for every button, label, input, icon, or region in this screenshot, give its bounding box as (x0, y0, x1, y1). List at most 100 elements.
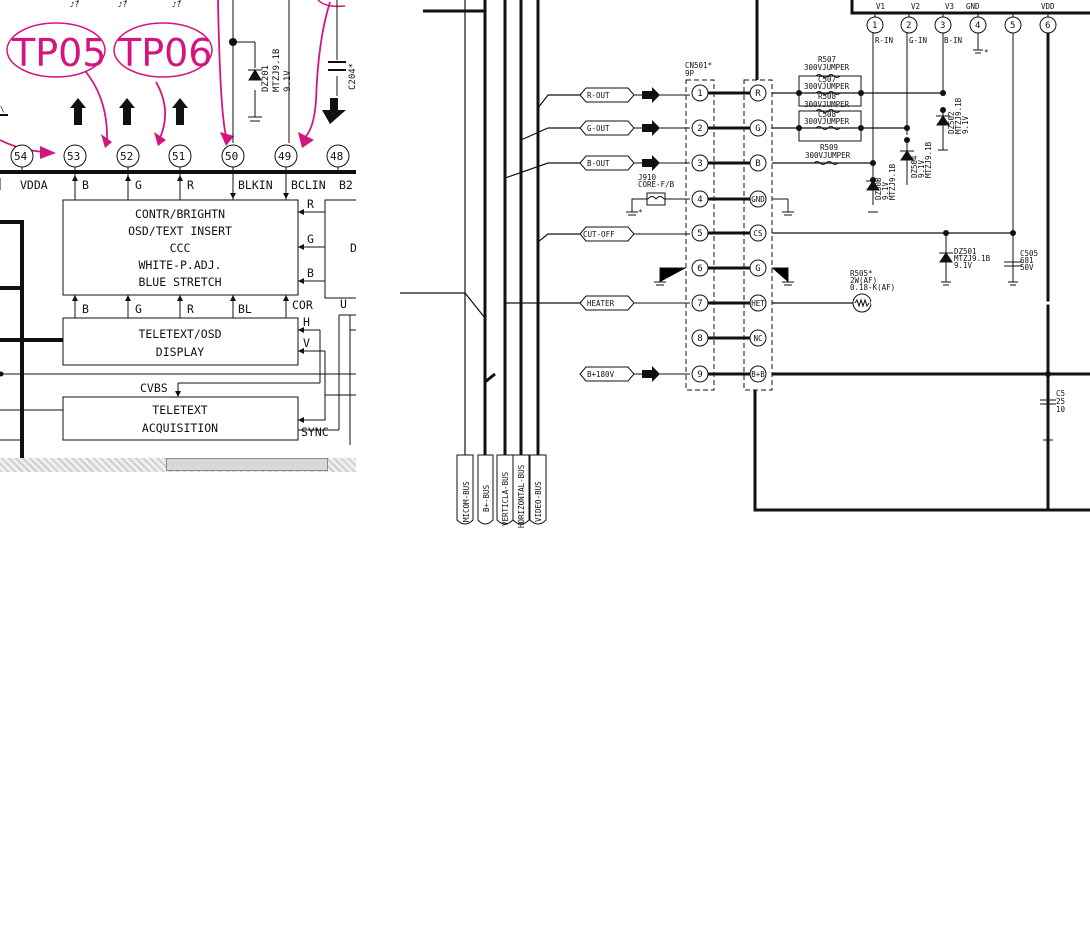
connector-pad-circle (749, 294, 767, 312)
c505-voltage: 50V (1020, 263, 1034, 272)
connector-pad-label: HET (751, 299, 765, 308)
connector-pad-label: G (755, 264, 760, 274)
connector-pin-label: 3 (697, 159, 702, 169)
dz504-voltage: 9.1V (917, 159, 926, 178)
connector-pin-circle (691, 190, 709, 208)
dz502-part: MTZJ9.1B (954, 97, 963, 134)
ccc-line-4: WHITE-P.ADJ. (138, 258, 221, 272)
top-pin-2: 2 (906, 21, 911, 31)
c507-value: 300VJUMPER (804, 82, 850, 91)
connector-pin-circle (691, 294, 709, 312)
pin-g-in: G-IN (909, 36, 927, 45)
dz503-part: MTZJ9.1B (888, 163, 897, 200)
cn501-ref: CN501* (685, 61, 712, 70)
pin-49: 49 (278, 150, 291, 163)
tag-g-out: G-OUT (587, 124, 610, 133)
bus-horizontal: HORIZONTAL-BUS (517, 464, 526, 528)
connector-pad-circle (749, 154, 767, 172)
dz502-ref: DZ502 (947, 111, 956, 134)
signal-tags: R-OUT G-OUT B-OUT CUT-OFF HEATER B+180V (579, 87, 635, 382)
jumpers (798, 74, 862, 165)
pin-r-in: R-IN (875, 36, 893, 45)
pin-48: 48 (330, 150, 343, 163)
connector-pad-label: GND (751, 195, 765, 204)
tag-heater: HEATER (587, 299, 615, 308)
pin-gnd-label: GND (966, 2, 980, 11)
connector-pad-label: CS (753, 229, 763, 238)
c5-partial-ref: C5 (1056, 389, 1065, 398)
tp06-label: TP06 (117, 31, 212, 75)
connector-pad-circle (749, 365, 767, 383)
connector-pad-label: B+B (751, 370, 765, 379)
pin-v1-label: V1 (876, 2, 885, 11)
left-schematic-panel: TP05 TP06 (0, 0, 356, 472)
ic-block-diagram: TP05 TP06 (0, 0, 356, 458)
connector-pads (743, 79, 773, 391)
c505-ref: C505 (1020, 249, 1038, 258)
r505-rating: 2W(AF) (850, 276, 877, 285)
dz201-voltage: 9.1V (283, 70, 293, 92)
tt-in-v: V (303, 336, 310, 350)
svg-text:*: * (638, 208, 643, 217)
c508-ref: C508 (818, 110, 837, 119)
connector-pin-circle (691, 365, 709, 383)
connector-pin-circle (691, 119, 709, 137)
c204-ref: C204* (348, 63, 356, 90)
teletext-acquisition-block (62, 396, 299, 441)
connector-pin-label: 6 (697, 264, 702, 274)
cn501-type: 9P (685, 69, 695, 78)
top-pin-4: 4 (975, 21, 980, 31)
tp05-label: TP05 (11, 31, 106, 75)
connector-pin-circle (691, 154, 709, 172)
capacitor-c204 (328, 61, 346, 71)
dz501-part: MTZJ9.1B (954, 254, 991, 263)
side-u-label: U (340, 297, 347, 311)
ccc-in-b: B (307, 266, 314, 280)
bus-video: VIDEO-BUS (534, 481, 543, 522)
connector-pad-circle (749, 259, 767, 277)
pin-label-b: B (82, 178, 89, 192)
pin-51: 51 (172, 150, 185, 163)
r505-ref: R505* (850, 269, 873, 278)
r509-value: 300VJUMPER (805, 151, 851, 160)
tag-r-out: R-OUT (587, 91, 610, 100)
connector-row-4: 4 GND (691, 190, 767, 208)
j910-value: CORE-F/B (638, 180, 675, 189)
pin-vdd-label: VDD (1041, 2, 1055, 11)
c508-value: 300VJUMPER (804, 117, 850, 126)
connector-pin-label: 8 (697, 334, 702, 344)
pin-label-g: G (135, 178, 142, 192)
top-pin-6: 6 (1045, 21, 1050, 31)
bus-vertical: VERTICLA-BUS (501, 471, 510, 526)
ccc-line-5: BLUE STRETCH (138, 275, 221, 289)
tt-in-h: H (303, 315, 310, 329)
r509-ref: R509 (820, 143, 838, 152)
tp06-marker (113, 22, 213, 78)
svg-text:♪?: ♪? (172, 0, 181, 9)
ic-pin-row: 54 53 52 51 50 49 48 (10, 144, 350, 168)
horizontal-scrollbar-thumb[interactable] (166, 458, 328, 471)
pin-label-r: R (187, 178, 194, 192)
top-pin-5: 5 (1010, 21, 1015, 31)
pin-b-in: B-IN (944, 36, 962, 45)
crt-ic-pins: V1 V2 V3 GND VDD 1 2 3 4 5 6 R-IN G-IN B… (866, 2, 1057, 233)
pin-label-b2: B2 (339, 178, 353, 192)
r507-value: 300VJUMPER (804, 63, 850, 72)
pin-label-bclin: BCLIN (291, 178, 326, 192)
ccc-out-b: B (82, 302, 89, 316)
dz504-ref: DZ504 (910, 155, 919, 178)
ccc-line-3: CCC (170, 241, 191, 255)
connector-pin-label: 4 (697, 195, 702, 205)
teletext-osd-block (62, 317, 299, 366)
output-arrows (642, 87, 660, 382)
connector-pin-label: 2 (697, 124, 702, 134)
crt-connector-schematic: MICOM-BUS B+-BUS VERTICLA-BUS HORIZONTAL… (400, 0, 1090, 528)
